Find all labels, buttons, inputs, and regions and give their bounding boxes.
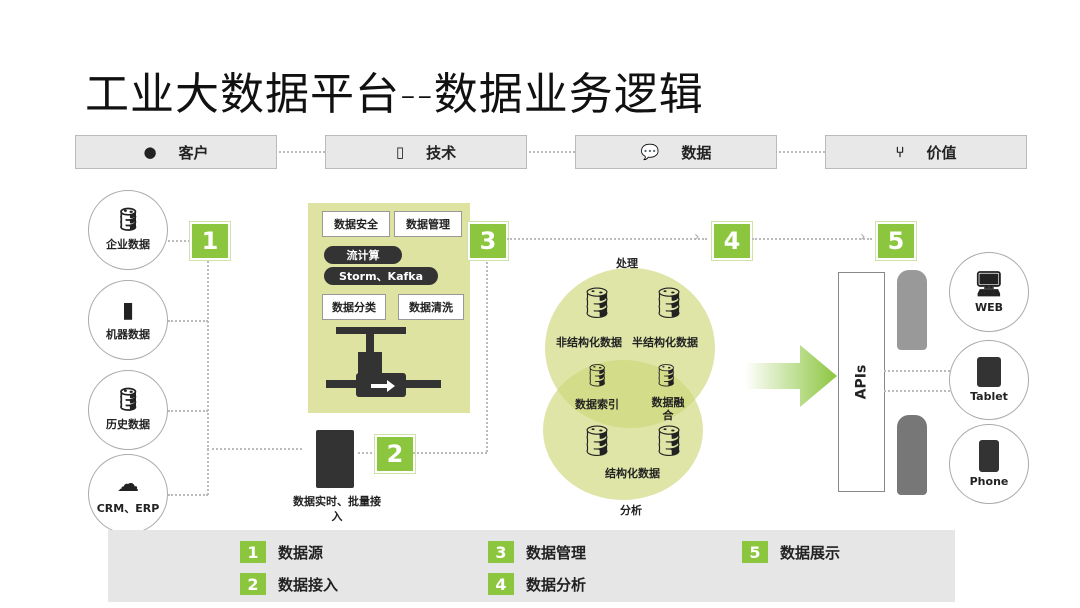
fork-icon: ⑂ bbox=[895, 143, 905, 161]
source-history: 🛢历史数据 bbox=[88, 370, 168, 450]
database-icon: 🛢 bbox=[114, 388, 142, 413]
device-tablet: Tablet bbox=[949, 340, 1029, 420]
monitor-icon: 🖥 bbox=[973, 270, 1005, 298]
header-value: ⑂价值 bbox=[825, 135, 1027, 169]
index-db-icon: 🛢 bbox=[583, 364, 611, 389]
venn-top-label: 处理 bbox=[616, 257, 638, 270]
valve-icon bbox=[326, 327, 441, 397]
structured-label: 结构化数据 bbox=[605, 467, 660, 480]
person-icon bbox=[897, 415, 927, 495]
step-4-badge: 4 bbox=[712, 222, 752, 260]
semi-label: 半结构化数据 bbox=[632, 336, 698, 349]
apis-box: APIs bbox=[838, 272, 885, 492]
step-3-badge: 3 bbox=[468, 222, 508, 260]
data-classify: 数据分类 bbox=[322, 294, 386, 320]
step-1-badge: 1 bbox=[190, 222, 230, 260]
source-machine: ▮机器数据 bbox=[88, 280, 168, 360]
data-security: 数据安全 bbox=[322, 211, 390, 237]
page-title: 工业大数据平台--数据业务逻辑 bbox=[85, 69, 704, 120]
ingest-label: 数据实时、批量接入 bbox=[293, 495, 381, 523]
phone-icon bbox=[979, 440, 999, 472]
storm-kafka: Storm、Kafka bbox=[324, 267, 438, 285]
header-data: 💬数据 bbox=[575, 135, 777, 169]
database-icon: 🛢 bbox=[114, 208, 142, 233]
structured-db-icon: 🛢 bbox=[578, 424, 617, 459]
source-crm-erp: ☁CRM、ERP bbox=[88, 454, 168, 534]
stream-compute: 流计算 bbox=[324, 246, 402, 264]
semi-db-icon: 🛢 bbox=[650, 286, 689, 321]
big-arrow-icon bbox=[745, 345, 837, 407]
unstructured-db-icon: 🛢 bbox=[578, 286, 617, 321]
device-web: 🖥WEB bbox=[949, 252, 1029, 332]
tablet-icon: ▯ bbox=[395, 143, 405, 161]
fusion-db-icon: 🛢 bbox=[652, 364, 680, 389]
fusion-label: 数据融合 bbox=[651, 396, 685, 422]
cloud-icon: ☁ bbox=[117, 472, 139, 497]
data-management: 数据管理 bbox=[394, 211, 462, 237]
chat-icon: 💬 bbox=[640, 143, 660, 161]
server-icon: ▮ bbox=[121, 298, 135, 323]
step-2-badge: 2 bbox=[375, 435, 415, 473]
analysis-circle bbox=[543, 360, 703, 500]
header-technology: ▯技术 bbox=[325, 135, 527, 169]
user-icon: ● bbox=[143, 143, 157, 161]
structured-db-icon-2: 🛢 bbox=[650, 424, 689, 459]
tablet-icon bbox=[977, 357, 1001, 387]
device-phone: Phone bbox=[949, 424, 1029, 504]
venn-bottom-label: 分析 bbox=[620, 504, 642, 517]
index-label: 数据索引 bbox=[575, 398, 619, 411]
person-icon bbox=[897, 270, 927, 350]
source-enterprise: 🛢企业数据 bbox=[88, 190, 168, 270]
unstructured-label: 非结构化数据 bbox=[556, 336, 622, 349]
server-icon bbox=[316, 430, 354, 488]
header-customer: ●客户 bbox=[75, 135, 277, 169]
data-clean: 数据清洗 bbox=[398, 294, 464, 320]
step-5-badge: 5 bbox=[876, 222, 916, 260]
